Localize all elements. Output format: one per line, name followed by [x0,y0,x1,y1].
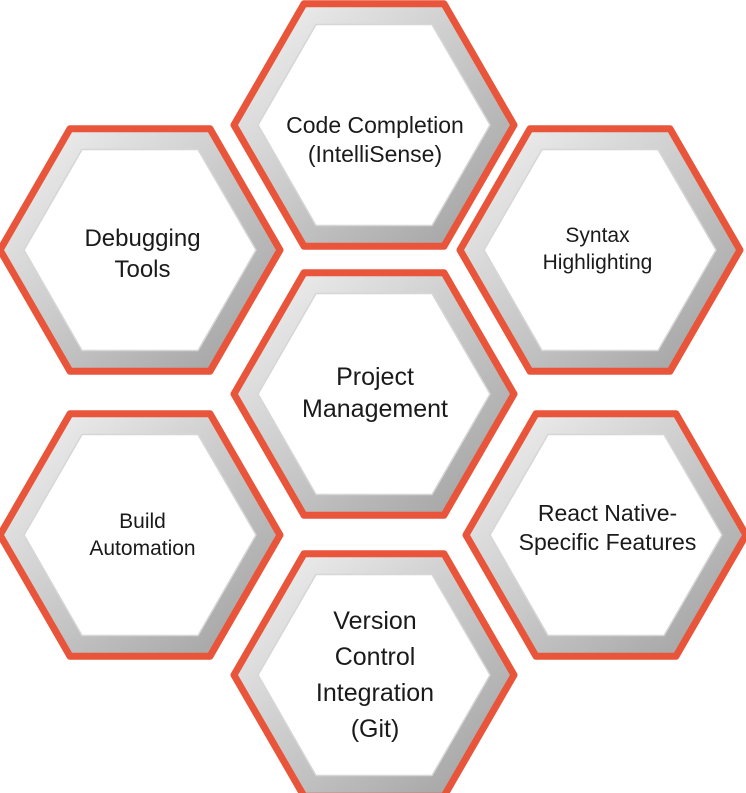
hex-label-line: Highlighting [542,251,653,274]
hexagon-inner-face [489,433,723,637]
hex-label-build-automation: Build Automation [20,486,265,586]
hexagon-inner-face [257,23,491,227]
hexagon-build-automation [0,410,284,660]
hex-label-line: Tools [114,256,171,283]
hexagon-version-control-integration [230,550,518,793]
hex-label-line: Integration [315,679,435,707]
hexagon-inner-face [23,148,257,352]
hexagon-debugging-tools [0,125,284,375]
hexagon-inner-face [23,433,257,637]
hex-label-line: Build [119,510,166,534]
hex-label-version-control-integration: Version Control Integration (Git) [245,595,505,755]
hexagon-inner-face [483,148,717,352]
hex-label-line: Syntax [565,224,630,248]
hex-label-line: Specific Features [518,529,697,555]
hex-label-code-completion: Code Completion (IntelliSense) [240,90,510,190]
hex-label-line: Debugging [84,225,201,253]
hexagon-react-native-specific-features [462,410,746,660]
hexagon-project-management [230,269,518,519]
hex-label-line: Project [336,363,414,391]
hexagon-code-completion [230,0,518,250]
hex-label-project-management: Project Management [245,343,505,443]
hexagon-inner-face [257,292,491,496]
hex-label-react-native-specific-features: React Native- Specific Features [480,478,735,578]
hex-label-line: Automation [89,537,196,560]
hex-label-line: Management [302,395,448,423]
hexagon-syntax-highlighting [456,125,744,375]
hex-label-debugging-tools: Debugging Tools [20,205,265,305]
hex-label-line: Control [334,642,416,671]
hex-label-syntax-highlighting: Syntax Highlighting [470,200,725,300]
hexagon-inner-face [257,573,491,777]
hex-label-line: (IntelliSense) [307,141,443,167]
hex-label-line: Code Completion [286,111,464,138]
hex-label-line: React Native- [537,499,678,526]
hex-label-line: (Git) [350,715,400,744]
hex-label-line: Version [333,606,417,635]
